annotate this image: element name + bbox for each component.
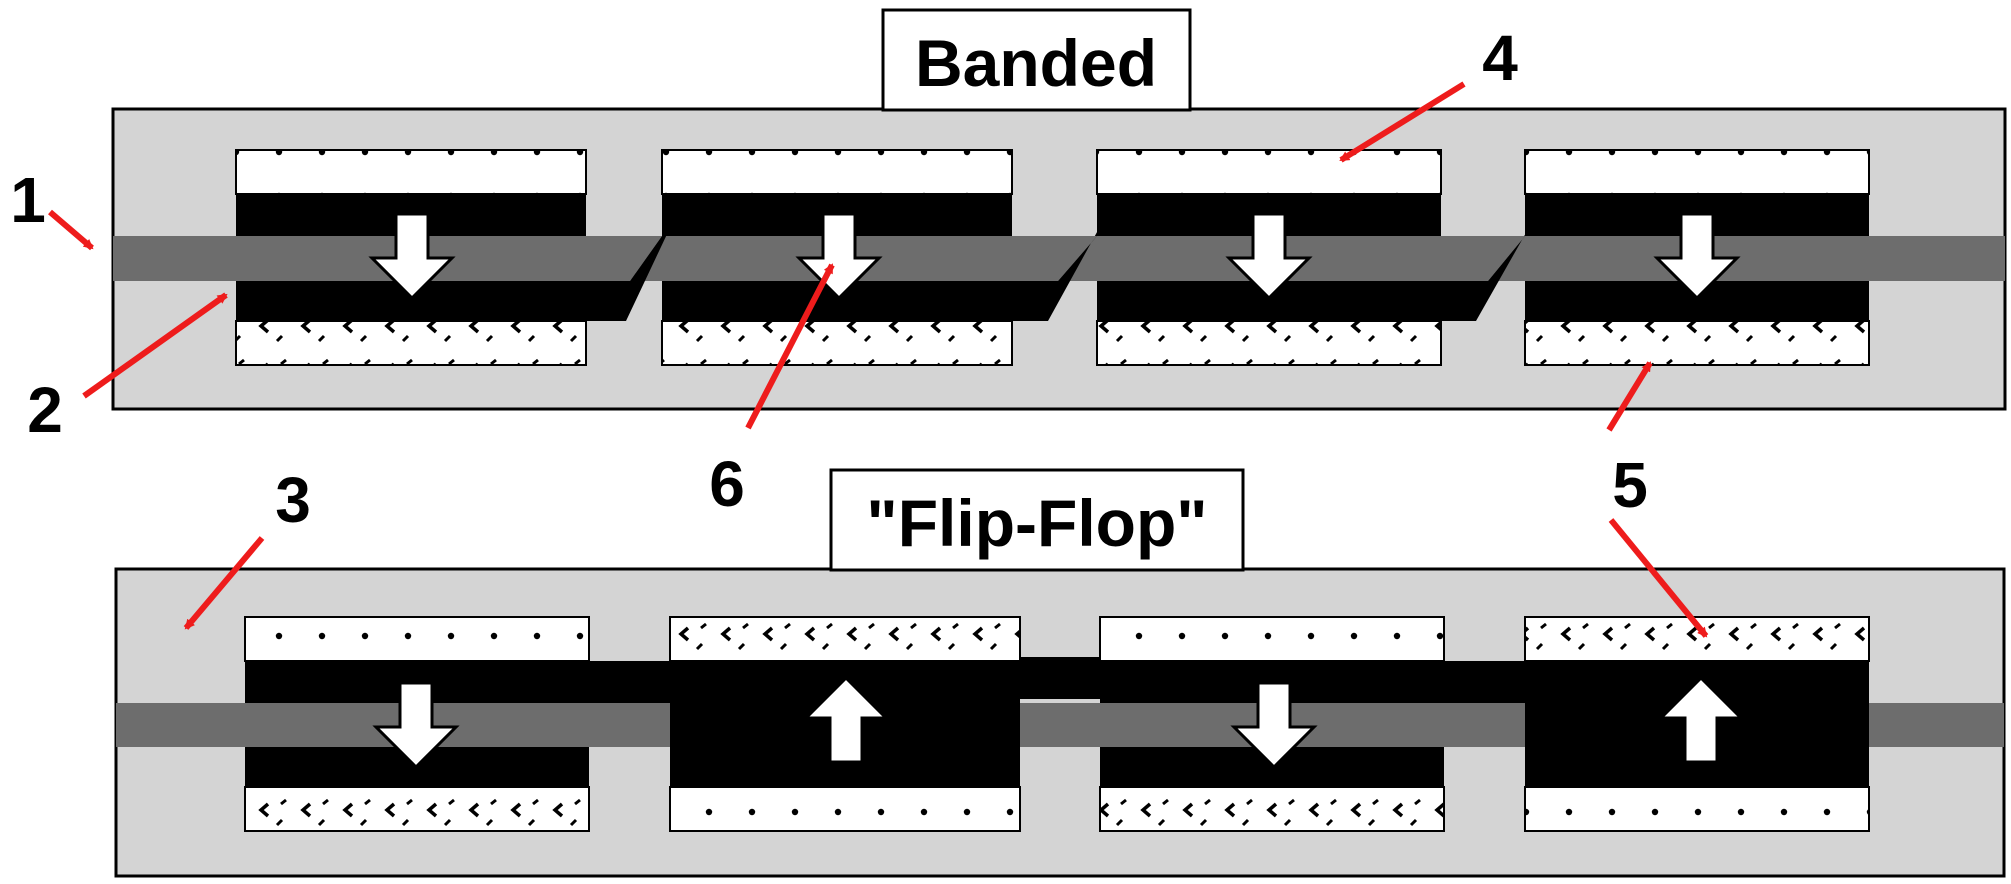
callout-1-arrow xyxy=(48,209,94,251)
up-arrow-icon xyxy=(802,675,890,764)
hatched-face xyxy=(669,616,1021,662)
callout-1-label: 1 xyxy=(10,164,46,236)
callout-5-arrow-lower xyxy=(1608,518,1709,638)
hatched-face xyxy=(235,320,587,366)
callout-2-label: 2 xyxy=(27,374,63,446)
strand-gap-1 xyxy=(586,236,662,281)
callout-4-arrow xyxy=(1339,81,1466,163)
dotted-face xyxy=(244,616,590,662)
banded-cell-3 xyxy=(1096,149,1442,366)
callout-2-arrow xyxy=(82,292,228,399)
banded-panel: Banded xyxy=(111,8,2007,411)
flip-flop-strand xyxy=(1869,703,2004,747)
dotted-face xyxy=(669,786,1021,832)
dotted-face xyxy=(1099,616,1445,662)
callout-5-label: 5 xyxy=(1612,449,1648,521)
dotted-face xyxy=(235,149,587,195)
callout-3-label: 3 xyxy=(275,464,311,536)
banded-title-box xyxy=(881,8,1192,112)
callout-6-arrow xyxy=(745,263,835,430)
flip-flop-panel: "Flip-Flop" xyxy=(114,468,2006,878)
down-arrow-icon xyxy=(1230,681,1318,770)
banded-title: Banded xyxy=(915,26,1157,100)
callout-6-label: 6 xyxy=(709,448,745,520)
dotted-face xyxy=(1524,149,1870,195)
flip-flop-title-box xyxy=(829,468,1245,572)
callout-4-label: 4 xyxy=(1482,22,1518,94)
flip-flop-strand xyxy=(589,703,670,747)
diagonal-band-1 xyxy=(586,194,686,321)
down-arrow-icon xyxy=(1225,212,1313,301)
hatched-face xyxy=(1524,320,1870,366)
hatched-face xyxy=(244,786,590,832)
dotted-face xyxy=(661,149,1013,195)
diagonal-band-2 xyxy=(1012,194,1118,321)
callout-5-arrow-upper xyxy=(1606,361,1653,432)
diagonal-band-3 xyxy=(1441,194,1548,321)
hatched-face xyxy=(1096,320,1442,366)
down-arrow-icon xyxy=(1653,212,1741,301)
hatched-face xyxy=(661,320,1013,366)
flip-flop-title: "Flip-Flop" xyxy=(866,486,1207,560)
callouts: 1 2 3 4 5 6 xyxy=(10,22,1709,638)
down-arrow-icon xyxy=(795,212,883,301)
down-arrow-icon xyxy=(368,212,456,301)
hatched-face xyxy=(1099,786,1445,832)
strand-gap-2 xyxy=(1012,236,1097,281)
down-arrow-icon xyxy=(372,681,460,770)
dotted-face xyxy=(1524,786,1870,832)
callout-3-arrow xyxy=(183,536,265,630)
up-arrow-icon xyxy=(1657,675,1745,764)
strand-gap-3 xyxy=(1441,236,1525,281)
dotted-face xyxy=(1096,149,1442,195)
